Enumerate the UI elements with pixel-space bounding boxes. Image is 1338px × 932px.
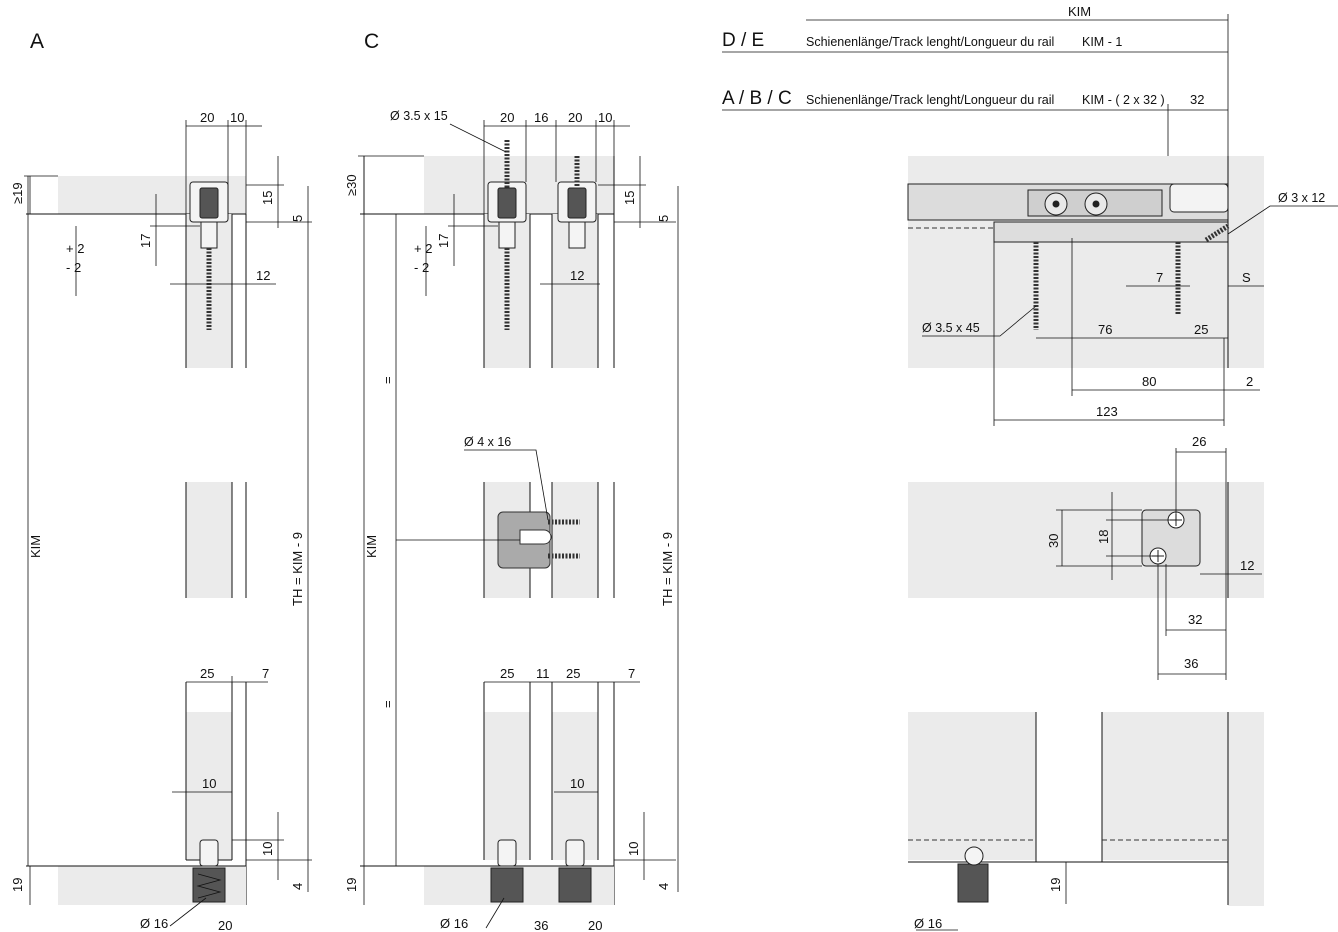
view-c-dim-30: ≥30: [344, 174, 359, 196]
view-de-dim-7: 7: [1156, 270, 1163, 285]
view-de-screw-right-label: Ø 3 x 12: [1278, 191, 1325, 205]
view-c-dia16: Ø 16: [440, 916, 468, 931]
view-a-kim: KIM: [28, 535, 43, 558]
view-a-spring-guide: [192, 867, 226, 903]
view-de-dia16: Ø 16: [914, 916, 942, 931]
view-c-tol-minus: - 2: [414, 260, 429, 275]
view-de: Ø 3 x 12 Ø 3.5 x 45 7 S 76 25 80 2 123 2…: [907, 156, 1338, 931]
view-de-dim-32: 32: [1188, 612, 1202, 627]
view-a-dim-20: 20: [200, 110, 214, 125]
view-c-dim-36: 36: [534, 918, 548, 932]
view-c-dim-10c: 10: [626, 842, 641, 856]
view-de-label: D / E: [722, 30, 764, 51]
view-de-dim-25: 25: [1194, 322, 1208, 337]
view-a-dim-25: 25: [200, 666, 214, 681]
view-c-screw-top: Ø 3.5 x 15: [390, 109, 448, 123]
header-de-text: Schienenlänge/Track lenght/Longueur du r…: [806, 35, 1054, 49]
view-a-guide: [199, 839, 219, 867]
view-c-dim-5: 5: [656, 215, 671, 222]
view-c-dim-11: 11: [536, 666, 550, 681]
view-de-track: [993, 221, 1229, 243]
view-c-dim-12: 12: [570, 268, 584, 283]
view-c-spring-guide1: [490, 867, 524, 903]
view-a: A: [10, 30, 312, 932]
view-a-dim-10b: 10: [202, 776, 216, 791]
view-c-dim-25a: 25: [500, 666, 514, 681]
view-a-dim-20b: 20: [218, 918, 232, 932]
view-c-kim: KIM: [364, 535, 379, 558]
view-a-dim-10: 10: [230, 110, 244, 125]
header-abc-text: Schienenlänge/Track lenght/Longueur du r…: [806, 93, 1054, 107]
view-a-tol-plus: + 2: [66, 241, 84, 256]
view-a-dim-5: 5: [290, 215, 305, 222]
view-a-th: TH = KIM - 9: [290, 532, 305, 606]
view-c-dim-20a: 20: [500, 110, 514, 125]
view-de-dim-123: 123: [1096, 404, 1118, 419]
view-de-middle-panel: [908, 482, 1264, 598]
view-a-dim-4: 4: [290, 883, 305, 890]
view-de-spring-guide: [957, 863, 989, 903]
view-c: C: [344, 30, 679, 932]
view-de-screw-right: [1204, 223, 1230, 243]
view-c-dim-4: 4: [656, 883, 671, 890]
view-c-dim-19: 19: [344, 878, 359, 892]
view-de-dim-s: S: [1242, 270, 1251, 285]
view-de-dim-76: 76: [1098, 322, 1112, 337]
view-c-screw-mid: Ø 4 x 16: [464, 435, 511, 449]
view-c-dim-16: 16: [534, 110, 548, 125]
view-c-spring-guide2: [558, 867, 592, 903]
view-de-dim-18: 18: [1096, 530, 1111, 544]
view-c-tol-plus: + 2: [414, 241, 432, 256]
view-de-dim-2: 2: [1246, 374, 1253, 389]
view-de-dim-19: 19: [1048, 878, 1063, 892]
view-c-eq1: =: [380, 376, 395, 384]
view-a-dim-15: 15: [260, 191, 275, 205]
view-a-dim-19b: 19: [10, 878, 25, 892]
view-a-dim-12: 12: [256, 268, 270, 283]
header-abc-formula: KIM - ( 2 x 32 ): [1082, 93, 1165, 107]
header-dim-32: 32: [1190, 92, 1204, 107]
view-c-th: TH = KIM - 9: [660, 532, 675, 606]
view-abc-label: A / B / C: [722, 88, 792, 109]
view-de-dim-80: 80: [1142, 374, 1156, 389]
header-kim: KIM: [1068, 4, 1091, 19]
view-a-dia16: Ø 16: [140, 916, 168, 931]
view-de-dim-30: 30: [1046, 534, 1061, 548]
view-c-dim-17: 17: [436, 234, 451, 248]
view-de-dim-36: 36: [1184, 656, 1198, 671]
view-a-tol-minus: - 2: [66, 260, 81, 275]
view-c-dim-20c: 20: [588, 918, 602, 932]
view-de-dim-12: 12: [1240, 558, 1254, 573]
view-c-dim-10: 10: [598, 110, 612, 125]
view-de-screw-left-label: Ø 3.5 x 45: [922, 321, 980, 335]
view-c-dim-7: 7: [628, 666, 635, 681]
view-c-dim-15: 15: [622, 191, 637, 205]
view-c-label: C: [364, 30, 379, 53]
view-a-dim-19: ≥19: [10, 182, 25, 204]
view-a-label: A: [30, 30, 44, 53]
view-c-dim-25b: 25: [566, 666, 580, 681]
header-de-formula: KIM - 1: [1082, 35, 1122, 49]
view-c-eq2: =: [380, 700, 395, 708]
view-c-dim-20b: 20: [568, 110, 582, 125]
view-de-dim-26: 26: [1192, 434, 1206, 449]
view-c-dim-10b: 10: [570, 776, 584, 791]
view-a-dim-7: 7: [262, 666, 269, 681]
view-a-dim-10c: 10: [260, 842, 275, 856]
view-a-dim-17: 17: [138, 234, 153, 248]
